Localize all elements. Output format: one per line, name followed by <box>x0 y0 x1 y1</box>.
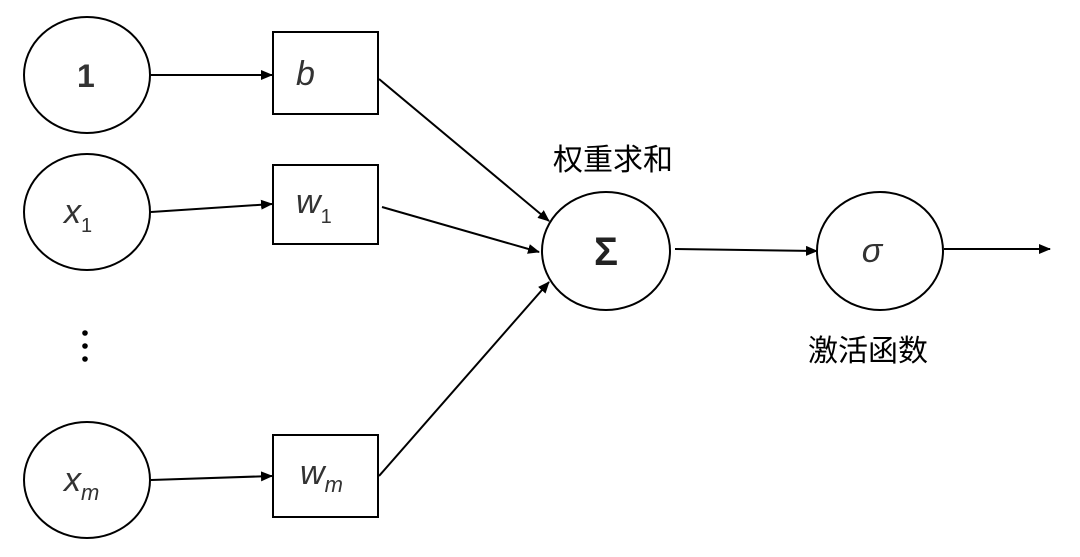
activation-node: σ <box>816 191 944 311</box>
input-bias-label: 1 <box>77 58 95 94</box>
input-node-bias: 1 <box>23 16 151 134</box>
edge-b-to-sum <box>378 78 550 222</box>
weight-w1-label: w1 <box>296 183 332 228</box>
input-node-xm: xm <box>23 421 151 539</box>
ellipsis-dot <box>82 330 88 336</box>
input-x1-label: x1 <box>62 193 92 237</box>
weight-box-b: b <box>272 31 379 115</box>
edge-x1-to-w1 <box>150 199 273 213</box>
input-xm-label: xm <box>62 461 99 505</box>
vertical-ellipsis <box>82 330 88 362</box>
weight-wm-label: wm <box>300 454 343 497</box>
weighted-sum-label: 权重求和 <box>553 143 673 178</box>
sigma-sum-icon: Σ <box>594 230 618 274</box>
weight-box-w1: w1 <box>272 164 379 245</box>
sum-node: Σ <box>541 191 671 311</box>
ellipsis-dot <box>82 343 88 349</box>
sigma-activation-icon: σ <box>862 232 884 270</box>
activation-function-label: 激活函数 <box>808 334 928 369</box>
ellipsis-dot <box>82 356 88 362</box>
edge-xm-to-wm <box>150 471 273 482</box>
weight-b-label: b <box>296 55 315 93</box>
edge-w1-to-sum <box>381 206 540 254</box>
edge-sum-to-activation <box>674 245 818 256</box>
edge-wm-to-sum <box>378 281 550 477</box>
weight-box-wm: wm <box>272 434 379 518</box>
input-node-x1: x1 <box>23 153 151 271</box>
